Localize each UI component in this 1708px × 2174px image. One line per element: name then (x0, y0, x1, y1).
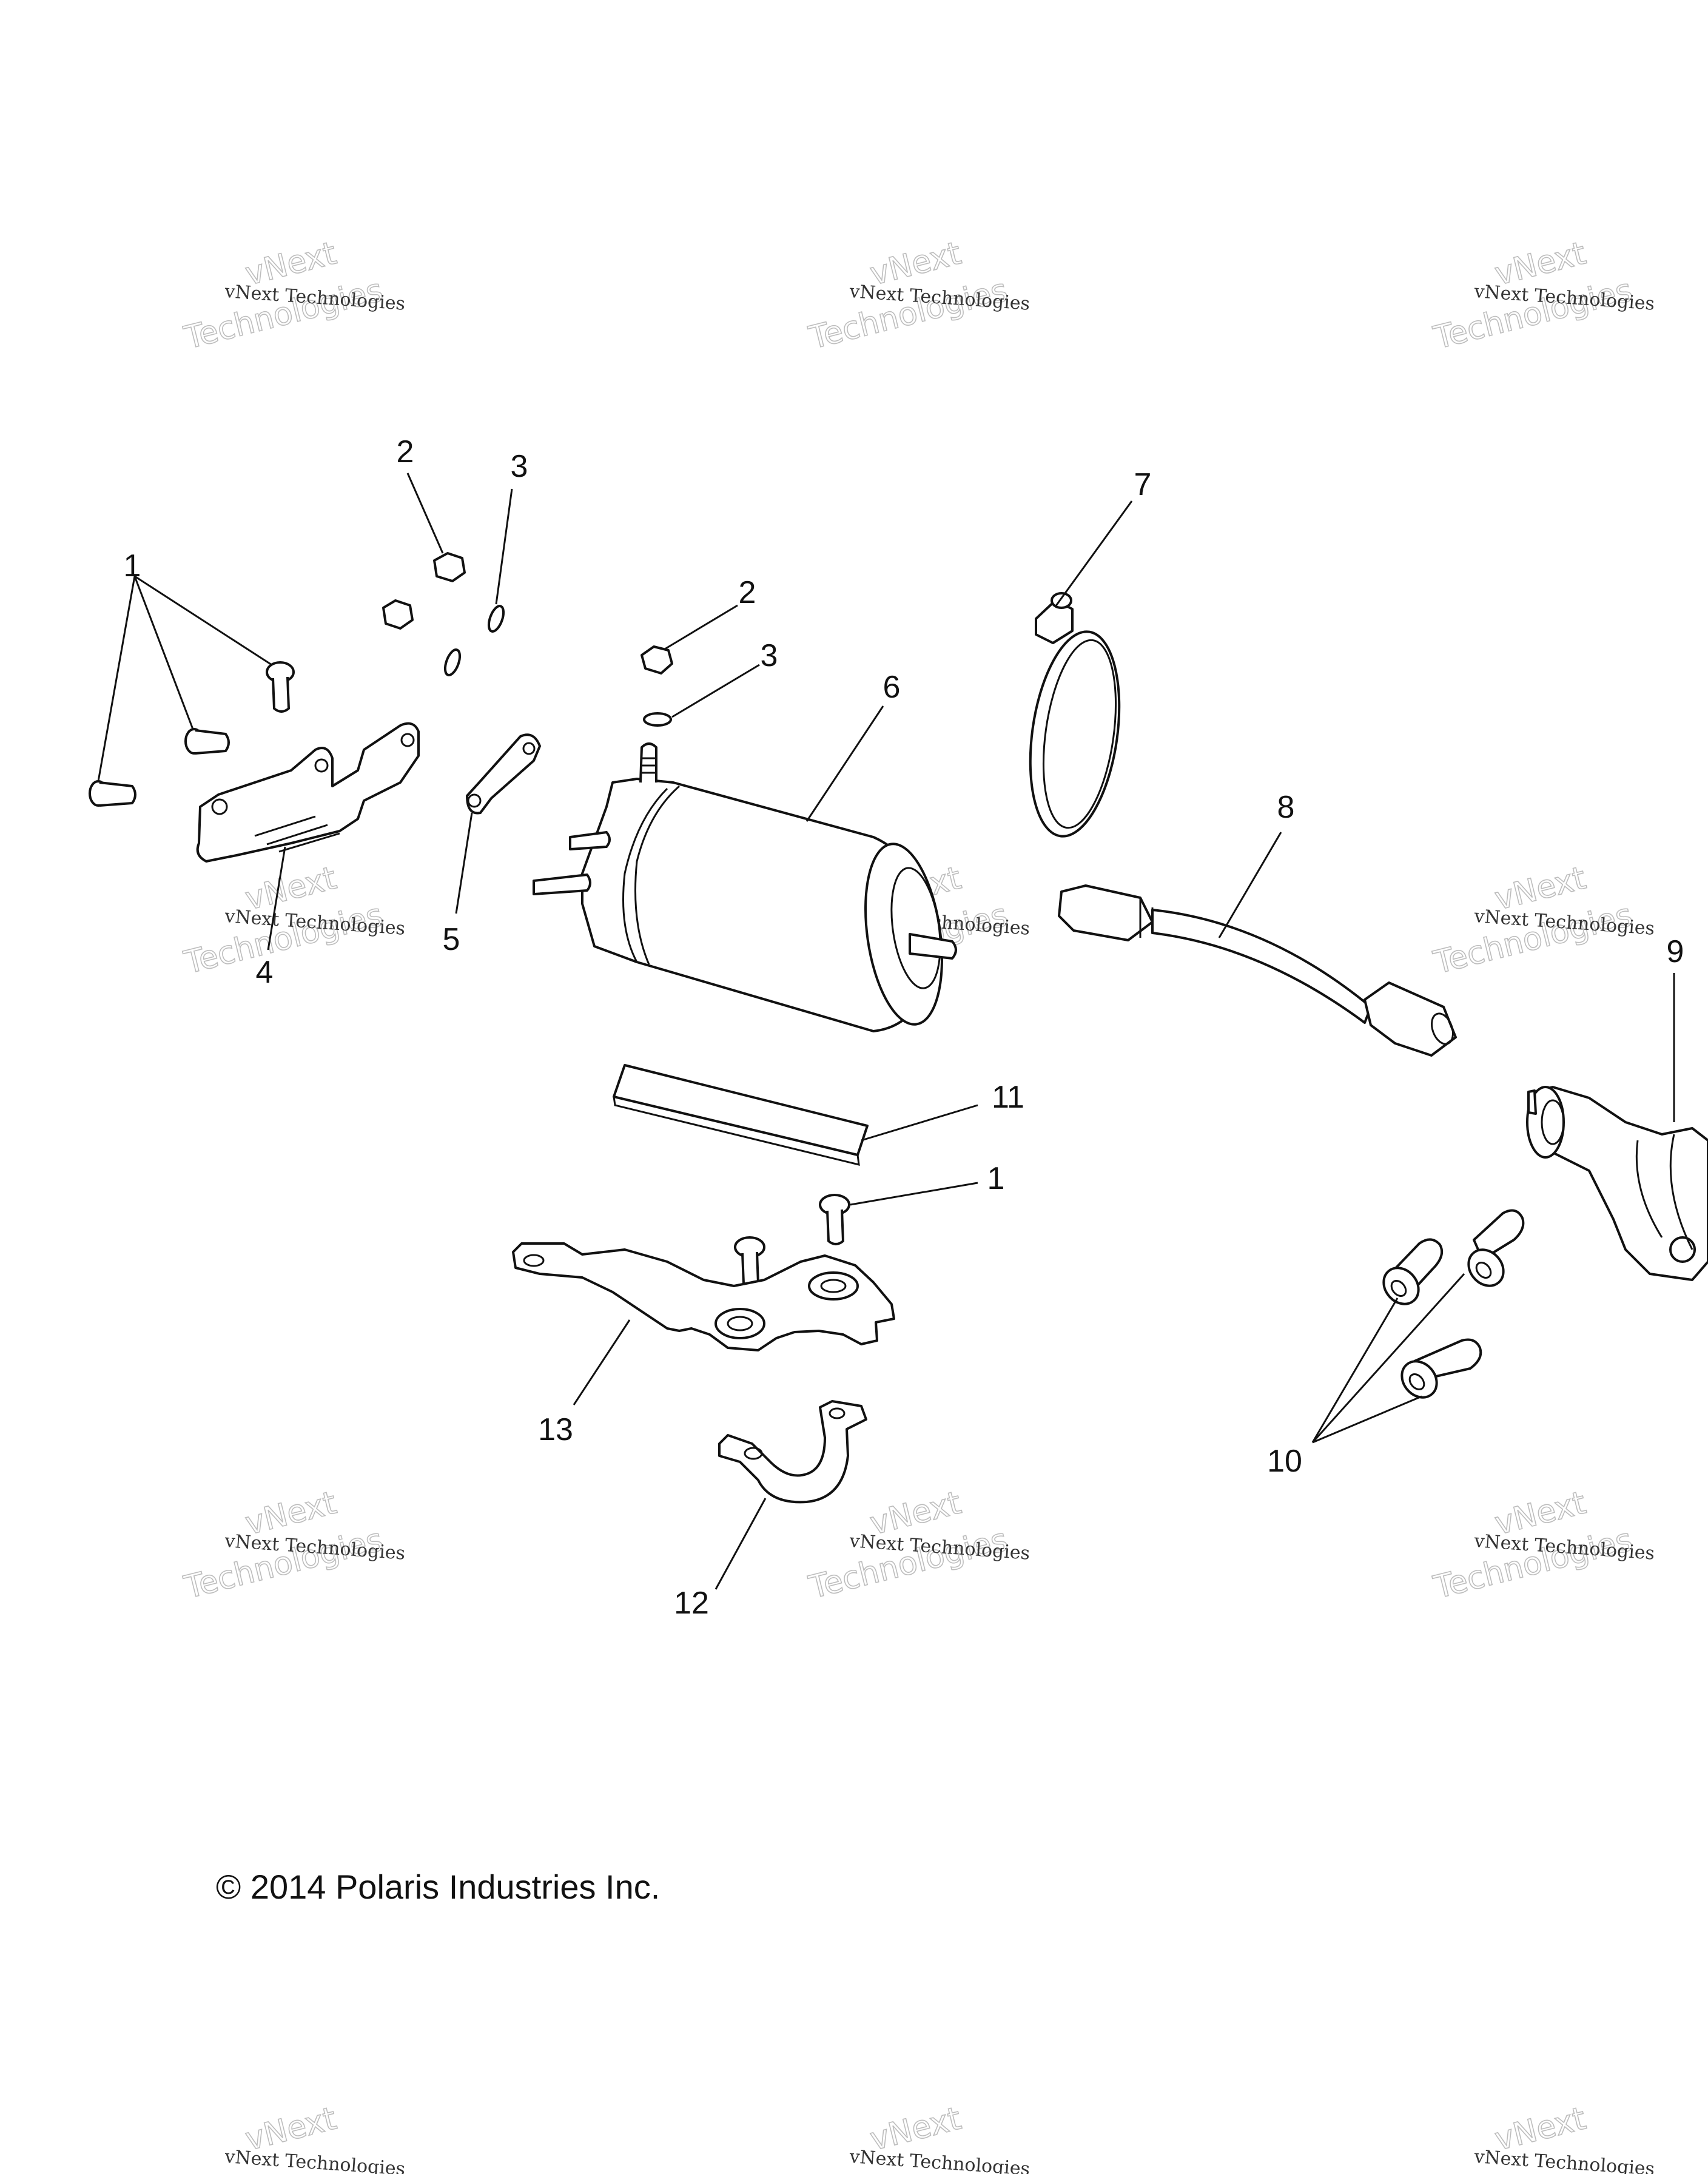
part-13-lower-bracket (512, 1242, 895, 1351)
callout-1-top: 1 (124, 548, 141, 584)
leader-1-lower (850, 1182, 978, 1206)
part-3-washer-top-a (487, 605, 505, 633)
part-3-washer-top-b (443, 648, 462, 676)
watermark-3: vNext Technologies vNext Technologies (1430, 235, 1655, 357)
callout-4: 4 (256, 955, 274, 990)
watermark-12: vNext vNext Technologies (1473, 2100, 1655, 2174)
leader-10-b (1311, 1273, 1465, 1444)
callout-12: 12 (674, 1586, 709, 1621)
part-7-hose-clamp (1029, 592, 1121, 838)
callout-2-top: 2 (397, 434, 414, 469)
callout-5: 5 (443, 922, 460, 957)
leader-8 (1218, 832, 1282, 938)
watermark-4: vNext Technologies vNext Technologies (180, 860, 406, 982)
callout-1-lower: 1 (987, 1161, 1005, 1196)
leader-6 (805, 705, 884, 822)
leader-3-motor (671, 664, 760, 718)
leader-10-a (1311, 1297, 1399, 1443)
leader-1-a (134, 575, 272, 666)
leader-lines (97, 473, 1675, 1590)
leader-5 (455, 812, 473, 914)
leader-3-top (495, 488, 513, 605)
callout-7: 7 (1134, 467, 1152, 502)
callout-3-motor: 3 (761, 638, 778, 673)
part-1-bolt-lower-b (734, 1236, 765, 1288)
watermark-1: vNext Technologies vNext Technologies (180, 235, 406, 357)
callout-2-motor: 2 (739, 575, 756, 610)
callout-11: 11 (992, 1080, 1024, 1115)
leader-12 (714, 1498, 767, 1590)
part-2-nut-top-b (382, 599, 414, 630)
svg-text:vNext Technologies: vNext Technologies (848, 2146, 1031, 2174)
callout-9: 9 (1667, 934, 1684, 969)
callout-8: 8 (1277, 790, 1295, 825)
callout-10: 10 (1267, 1444, 1302, 1479)
leader-10-c (1312, 1395, 1422, 1444)
part-1-bolt-lower-a (819, 1194, 850, 1245)
callout-6: 6 (883, 670, 901, 705)
callout-13: 13 (538, 1412, 573, 1447)
part-4-bracket (196, 722, 420, 863)
copyright-notice: © 2014 Polaris Industries Inc. (216, 1868, 660, 1906)
leader-13 (573, 1319, 631, 1405)
watermark-8: vNext Technologies vNext Technologies (805, 1484, 1031, 1607)
watermark-11: vNext vNext Technologies (848, 2100, 1031, 2174)
leader-1-b (133, 576, 194, 730)
leader-1-c (97, 576, 136, 782)
part-9-drive-assembly (1526, 1086, 1708, 1281)
leader-7 (1054, 500, 1133, 607)
part-1-bolt-lower (89, 780, 136, 807)
part-1-bolt-middle (184, 728, 230, 755)
part-6-starter-motor (533, 742, 957, 1032)
part-10-screw-a (1382, 1238, 1443, 1305)
part-2-nut-top-a (433, 552, 466, 582)
leader-2-motor (664, 604, 738, 650)
leader-2-top (406, 473, 444, 554)
svg-text:vNext Technologies: vNext Technologies (1473, 2146, 1655, 2174)
part-8-cable (1058, 884, 1457, 1057)
part-5-tab (466, 733, 541, 815)
callout-3-top: 3 (511, 449, 528, 484)
part-1-bolt-upper (266, 661, 295, 713)
watermark-10: vNext vNext Technologies (223, 2100, 406, 2174)
part-10-screw-c (1400, 1338, 1482, 1399)
svg-text:vNext Technologies: vNext Technologies (223, 2146, 406, 2174)
watermark-2: vNext Technologies vNext Technologies (805, 235, 1031, 357)
watermark-7: vNext Technologies vNext Technologies (180, 1484, 406, 1607)
leader-11 (861, 1104, 978, 1142)
part-11-pad (613, 1064, 869, 1166)
part-2-nut-motor (640, 645, 673, 675)
part-3-washer-motor (643, 712, 672, 727)
part-10-screw-b (1467, 1209, 1525, 1287)
leader-4 (267, 846, 286, 951)
watermark-9: vNext Technologies vNext Technologies (1430, 1484, 1655, 1607)
watermark-6: vNext Technologies vNext Technologies (1430, 860, 1655, 982)
part-12-u-clamp (718, 1400, 867, 1504)
